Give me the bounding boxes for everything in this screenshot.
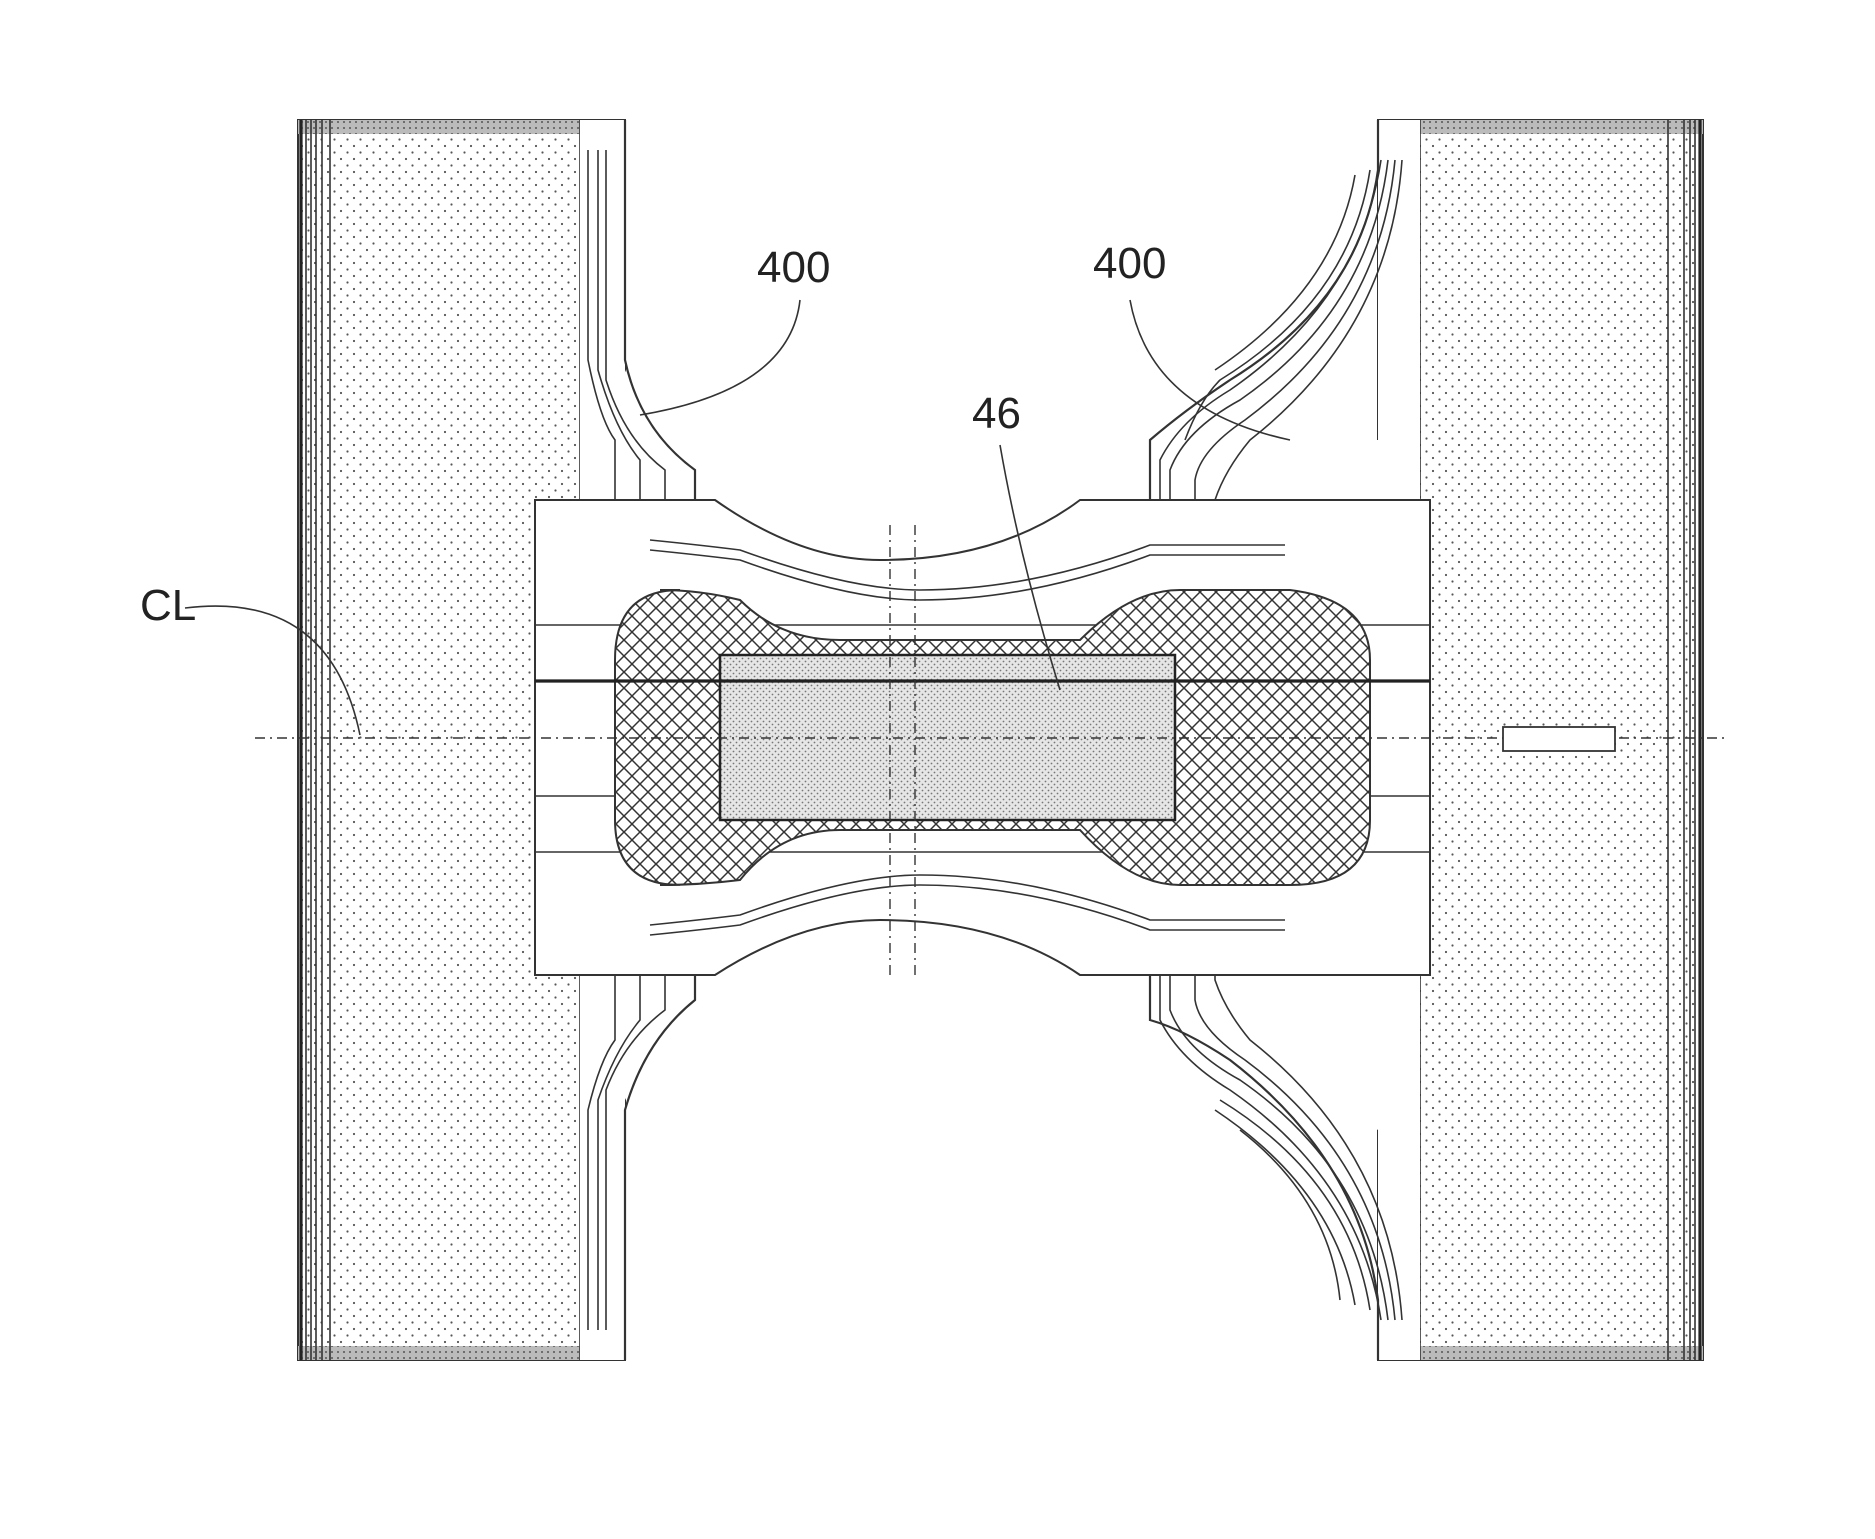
fastening-tab <box>1503 727 1615 751</box>
leader-line-400-left <box>640 300 800 415</box>
label-46: 46 <box>972 389 1021 438</box>
label-cl: CL <box>140 581 196 630</box>
label-400-left: 400 <box>757 243 830 292</box>
label-400-right: 400 <box>1093 239 1166 288</box>
